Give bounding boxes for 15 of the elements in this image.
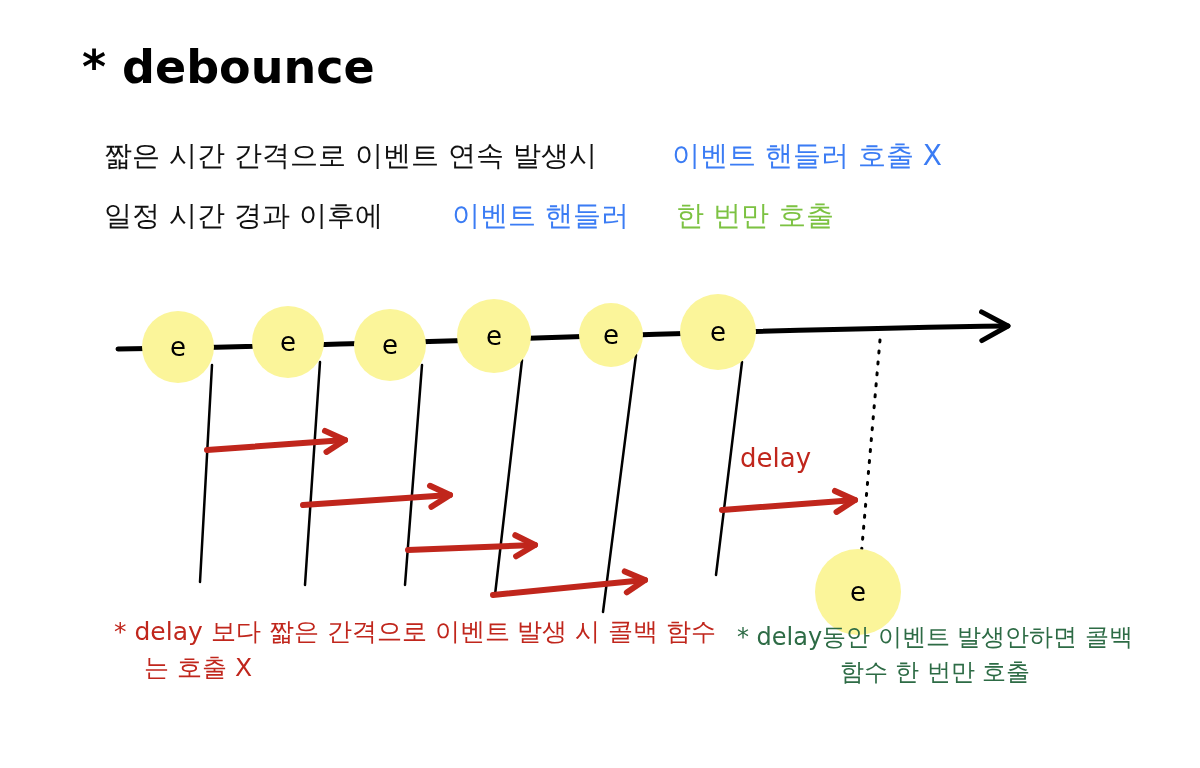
- note-text: 이벤트 핸들러 호출 X: [672, 138, 942, 174]
- event-circle: e: [457, 299, 531, 373]
- delay-label: delay: [740, 442, 812, 475]
- event-circle: e: [142, 311, 214, 383]
- note-text: 일정 시간 경과 이후에: [104, 198, 383, 234]
- note-text: * delay 보다 짧은 간격으로 이벤트 발생 시 콜백 함수는 호출 X: [114, 616, 718, 685]
- note-text: 이벤트 핸들러: [452, 198, 629, 234]
- event-circle: e: [680, 294, 756, 370]
- title: * debounce: [82, 40, 375, 94]
- note-text: 한 번만 호출: [676, 198, 834, 234]
- event-circle: e: [252, 306, 324, 378]
- event-circle: e: [579, 303, 643, 367]
- note-text: 짧은 시간 간격으로 이벤트 연속 발생시: [104, 138, 597, 174]
- dotted-line: [860, 338, 882, 551]
- event-circle: e: [354, 309, 426, 381]
